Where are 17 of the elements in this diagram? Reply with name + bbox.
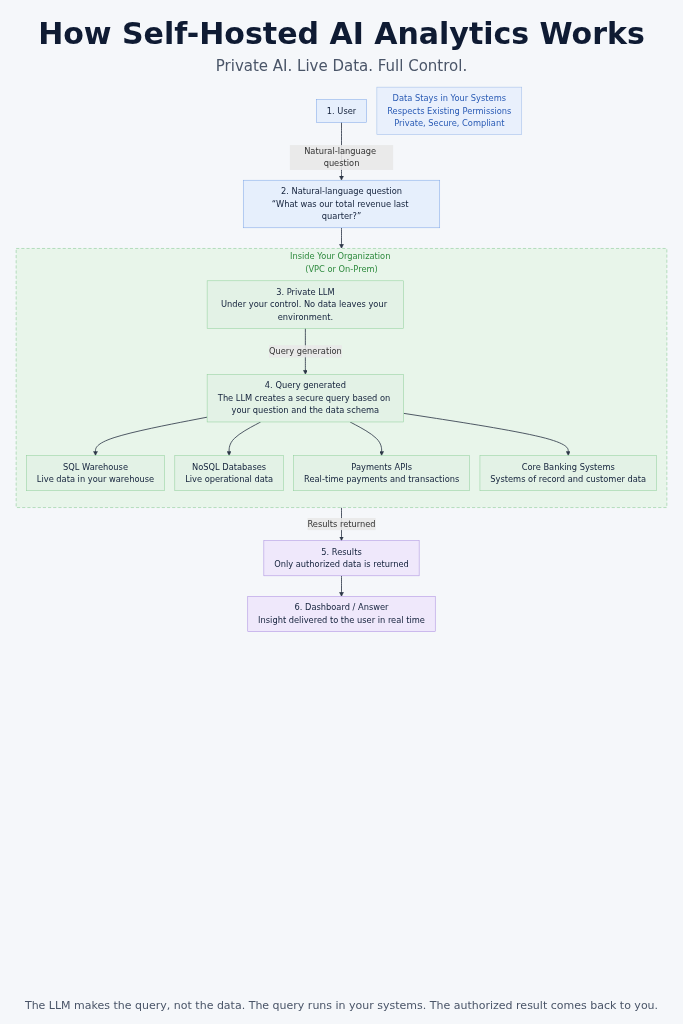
node-box: Data Stays in Your Systems Respects Existing Permissions Private, Secure, Compliant [376, 86, 522, 135]
edge-label: Results returned [307, 518, 376, 529]
node-box: 1. User [316, 99, 367, 123]
node-box: NoSQL Databases Live operational data [174, 455, 284, 491]
edge-label: Natural-language question [304, 146, 377, 169]
edge-label: Query generation [268, 346, 342, 357]
node-box: 5. Results Only authorized data is returned [263, 540, 420, 577]
node-box: 4. Query generated The LLM creates a secure query based on your question and the data schema [206, 374, 404, 423]
node-box: 2. Natural-language question “What was our total revenue last quarter?” [243, 179, 440, 229]
node-box: 3. Private LLM Under your control. No data leaves your environment. [206, 280, 404, 329]
node-box: Payments APIs Real-time payments and transactions [293, 455, 470, 491]
title: How Self-Hosted AI Analytics Works [38, 16, 645, 51]
node-box: SQL Warehouse Live data in your warehouse [26, 455, 165, 491]
node-box: Core Banking Systems Systems of record and customer data [479, 455, 657, 491]
subtitle: Private AI. Live Data. Full Control. [215, 57, 468, 75]
caption: The LLM makes the query, not the data. The query runs in your systems. The authorized result comes back to you. [24, 999, 659, 1012]
node-box: 6. Dashboard / Answer Insight delivered to the user in real time [247, 596, 436, 632]
